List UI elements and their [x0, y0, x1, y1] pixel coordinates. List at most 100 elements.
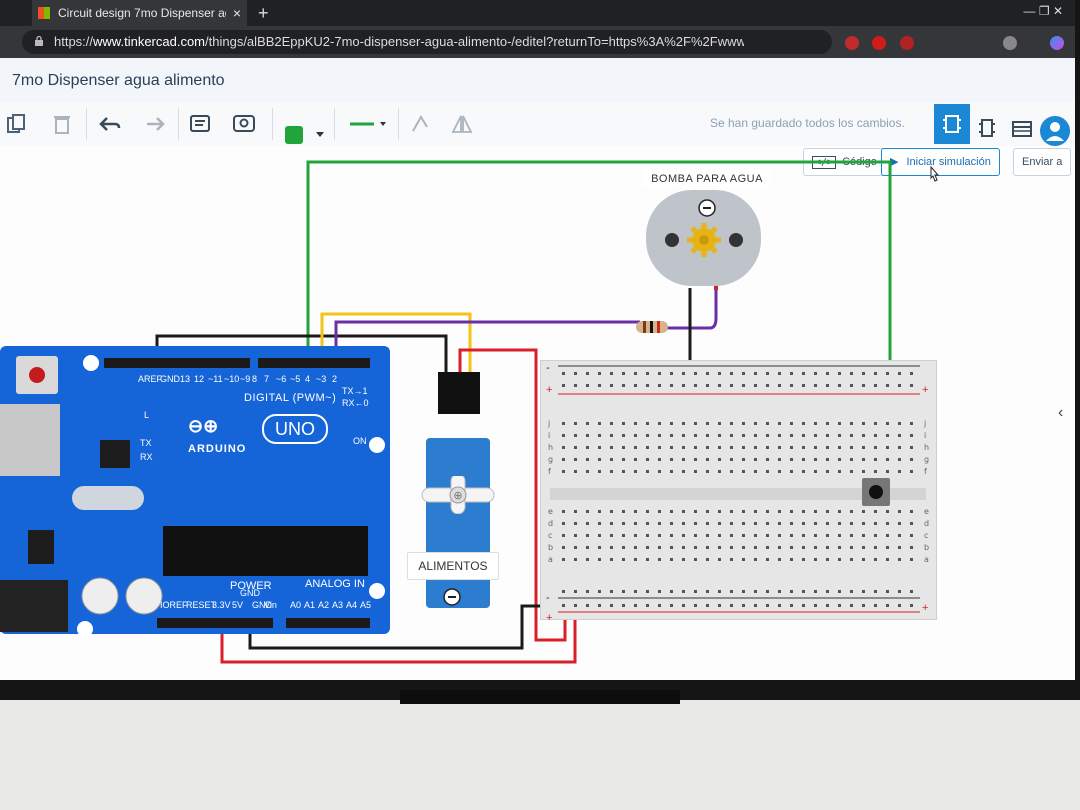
breadboard-hole — [886, 470, 889, 473]
breadboard-hole — [754, 546, 757, 549]
breadboard-row-letter: b — [924, 543, 929, 552]
svg-text:⊕: ⊕ — [453, 489, 462, 502]
mount-hole — [77, 621, 93, 637]
breadboard-hole — [634, 372, 637, 375]
resistor-purple-wire[interactable] — [636, 321, 668, 333]
breadboard-hole — [910, 558, 913, 561]
breadboard-hole — [598, 470, 601, 473]
breadboard-hole — [838, 510, 841, 513]
chevron-down-icon[interactable] — [316, 132, 324, 138]
extension-icon[interactable] — [845, 36, 859, 50]
breadboard-hole — [670, 470, 673, 473]
copilot-icon[interactable] — [1050, 36, 1064, 50]
breadboard-hole — [658, 434, 661, 437]
breadboard-hole — [694, 558, 697, 561]
design-title[interactable]: 7mo Dispenser agua alimento — [12, 72, 225, 89]
breadboard-hole — [682, 470, 685, 473]
component-list-icon[interactable] — [1012, 120, 1032, 138]
breadboard-hole — [790, 546, 793, 549]
breadboard-hole — [574, 446, 577, 449]
breadboard-hole — [682, 372, 685, 375]
tab-close-button[interactable]: × — [232, 5, 241, 21]
breadboard-hole — [694, 510, 697, 513]
breadboard-hole — [634, 590, 637, 593]
profile-icon[interactable] — [1003, 36, 1017, 50]
breadboard-hole — [694, 372, 697, 375]
breadboard-hole — [802, 558, 805, 561]
url-field[interactable]: https://www.tinkercad.com/things/alBB2Ep… — [22, 30, 832, 54]
delete-button[interactable] — [48, 110, 76, 138]
breadboard-hole — [562, 558, 565, 561]
rail-plus-label: + — [922, 384, 929, 396]
wire-red-servo[interactable] — [458, 348, 567, 642]
breadboard-hole — [718, 534, 721, 537]
breadboard-hole — [562, 590, 565, 593]
breadboard-hole — [718, 422, 721, 425]
undo-icon — [99, 117, 121, 131]
breadboard-hole — [814, 510, 817, 513]
browser-tab[interactable]: Circuit design 7mo Dispenser agua × — [32, 0, 247, 26]
window-controls[interactable]: — ❐ ✕ — [1023, 4, 1063, 18]
url-domain: www.tinkercad.com — [93, 34, 206, 49]
servo-motor[interactable] — [426, 438, 490, 608]
collapse-panel-arrow[interactable]: ‹ — [1058, 404, 1064, 421]
breadboard-hole — [658, 458, 661, 461]
breadboard-hole — [898, 458, 901, 461]
send-to-label: Enviar a — [1022, 156, 1063, 168]
analog-pin-label: A1 — [304, 600, 316, 610]
breadboard-hole — [634, 422, 637, 425]
wire-color-swatch[interactable] — [285, 126, 303, 144]
breadboard-hole — [586, 434, 589, 437]
url-prefix: https:// — [54, 34, 94, 49]
breadboard-hole — [850, 446, 853, 449]
start-simulation-button[interactable]: ▶Iniciar simulación — [881, 148, 1000, 176]
breadboard-hole — [730, 422, 733, 425]
user-avatar[interactable] — [1040, 116, 1070, 146]
wire-red-power[interactable] — [220, 612, 577, 664]
power-header — [157, 618, 273, 628]
rail-plus-label: + — [546, 384, 553, 396]
undo-button[interactable] — [96, 110, 124, 138]
breadboard-hole — [730, 590, 733, 593]
copy-button[interactable] — [2, 110, 30, 138]
breadboard-hole — [622, 434, 625, 437]
wire-yellow[interactable] — [320, 312, 472, 375]
breadboard-hole — [778, 372, 781, 375]
breadboard-hole — [742, 590, 745, 593]
breadboard-hole — [598, 604, 601, 607]
wire-purple-pump[interactable] — [666, 290, 718, 330]
breadboard-hole — [682, 446, 685, 449]
wire-black-gnd[interactable] — [248, 604, 560, 650]
pin-aref-label: AREF — [138, 374, 163, 384]
led-rx-label: RX — [140, 452, 153, 462]
components-panel-button[interactable] — [934, 104, 970, 144]
breadboard-hole — [910, 546, 913, 549]
extension-icon[interactable] — [872, 36, 886, 50]
breadboard-hole — [790, 534, 793, 537]
wire-type-dropdown[interactable] — [346, 110, 390, 138]
breadboard-hole — [718, 446, 721, 449]
breadboard-hole — [850, 384, 853, 387]
breadboard-hole — [574, 590, 577, 593]
schematic-view-icon[interactable] — [976, 116, 998, 140]
breadboard-hole — [910, 446, 913, 449]
flip-button[interactable] — [448, 110, 476, 138]
send-to-button[interactable]: Enviar a — [1013, 148, 1072, 176]
extension-icon[interactable] — [900, 36, 914, 50]
breadboard-hole — [778, 458, 781, 461]
breadboard-hole — [910, 422, 913, 425]
breadboard-hole — [898, 522, 901, 525]
breadboard-hole — [730, 372, 733, 375]
breadboard-row-letter: d — [548, 519, 553, 528]
breadboard-hole — [598, 522, 601, 525]
new-tab-button[interactable]: + — [258, 3, 269, 23]
toolbar-divider — [178, 108, 179, 140]
notes-button[interactable] — [186, 110, 214, 138]
breadboard-hole — [682, 546, 685, 549]
servo-connector[interactable] — [438, 372, 480, 414]
wire-green[interactable] — [306, 160, 892, 405]
redo-button[interactable] — [140, 110, 168, 138]
notes-visibility-button[interactable] — [230, 110, 258, 138]
rotate-button[interactable] — [406, 110, 434, 138]
